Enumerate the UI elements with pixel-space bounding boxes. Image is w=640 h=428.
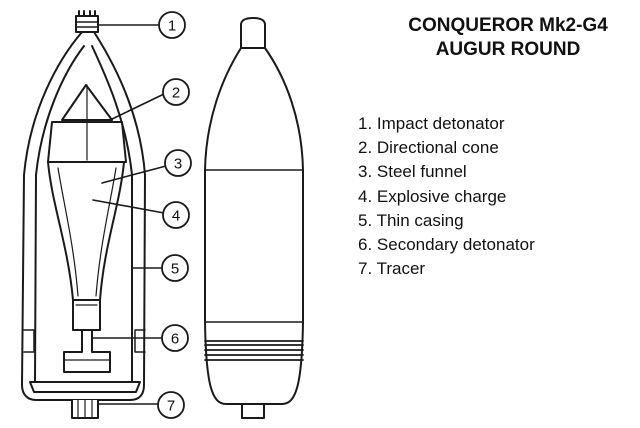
callout-label: 7	[167, 398, 175, 415]
cutaway-round	[21, 10, 146, 419]
callout-markers: 1 2 3 4 5 6 7	[157, 11, 192, 419]
callout-2: 2	[162, 78, 190, 106]
callout-label: 1	[168, 18, 176, 35]
legend-item: 3. Steel funnel	[358, 162, 467, 182]
diagram-title: CONQUEROR Mk2-G4 AUGUR ROUND	[388, 14, 628, 62]
legend-item: 5. Thin casing	[358, 210, 464, 230]
callouts	[91, 24, 167, 405]
legend-item: 6. Secondary detonator	[358, 235, 535, 255]
leader-line	[101, 165, 167, 184]
callout-label: 4	[172, 208, 180, 225]
leader-line	[109, 93, 165, 121]
steel-funnel	[47, 161, 125, 301]
callout-7: 7	[157, 391, 185, 419]
inner-casing	[34, 45, 133, 383]
base-plate	[29, 381, 141, 393]
title-line-1: CONQUEROR Mk2-G4	[408, 15, 608, 36]
legend-item: 4. Explosive charge	[358, 186, 507, 206]
callout-3: 3	[164, 149, 192, 177]
callout-5: 5	[161, 254, 189, 282]
legend-item: 7. Tracer	[358, 259, 426, 279]
callout-6: 6	[161, 324, 189, 352]
callout-label: 2	[172, 85, 180, 102]
callout-label: 6	[171, 331, 179, 348]
exterior-fuze	[240, 17, 266, 49]
exterior-round	[204, 17, 304, 419]
callout-1: 1	[158, 11, 186, 39]
title-line-2: AUGUR ROUND	[435, 39, 581, 60]
outer-casing	[21, 31, 146, 401]
legend-item: 1. Impact detonator	[358, 114, 505, 133]
secondary-detonator	[63, 329, 111, 373]
impact-detonator	[75, 15, 99, 33]
parts-legend: 1. Impact detonator 2. Directional cone …	[358, 112, 535, 281]
callout-label: 5	[171, 261, 179, 278]
explosive-charge	[72, 299, 101, 331]
callout-4: 4	[162, 201, 190, 229]
leader-line	[92, 199, 165, 214]
exterior-body	[204, 47, 304, 405]
legend-item: 2. Directional cone	[358, 138, 499, 158]
callout-label: 3	[174, 156, 182, 173]
exterior-base-stub	[241, 403, 265, 419]
